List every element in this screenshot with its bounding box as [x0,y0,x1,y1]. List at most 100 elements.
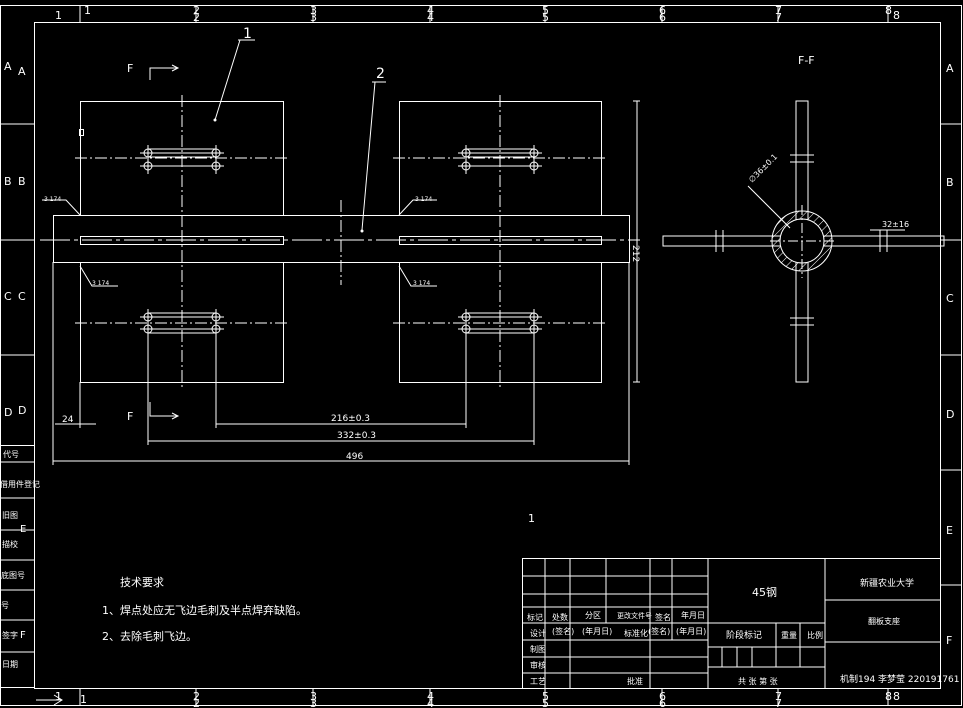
tb-label-sign: 签名 [655,612,671,622]
zone-bottom-8a: 8 [885,690,892,703]
tb-material: 45钢 [752,586,777,599]
zone-top-3a: 3 [310,4,317,17]
zone-top-1b: 1 [84,4,91,17]
zone-bottom-3b: 3 [310,697,317,708]
dim-496: 496 [346,452,363,462]
tb-approve: 批准 [627,676,643,686]
tb-craft: 工艺 [530,677,546,686]
small-square-mark [79,129,84,136]
zone-right-c: C [946,292,954,305]
zone-top-7a: 7 [775,4,782,17]
side-label-e: E [20,524,26,535]
zone-left-d1: D [4,406,12,419]
zone-bottom-2a: 2 [193,690,200,703]
balloon-2-dot [360,229,364,233]
bottom-left-arrow [36,694,63,706]
tb-label-zone: 分区 [585,611,601,620]
zone-left-b2: B [18,175,26,188]
svg-text:3 174: 3 174 [413,280,430,287]
tb-drawing: 制图 [530,644,546,654]
inner-frame [34,22,941,689]
tb-weight: 重量 [781,630,797,640]
outer-frame [0,5,962,706]
tb-label-count: 处数 [552,612,568,622]
zone-top-4b: 4 [427,11,434,24]
dim-24: 24 [62,415,74,425]
center-mark-1: 1 [528,512,535,525]
zone-top-4a: 4 [427,4,434,17]
zone-bottom-7a: 7 [775,690,782,703]
side-label-hao: 号 [1,601,9,610]
bottom-zone-labels: 1 1 2 2 3 3 4 4 5 5 6 6 7 7 8 8 [55,690,900,708]
tb-design: 设计 [530,628,546,638]
side-label-old: 旧图 [2,511,18,520]
zone-bottom-2b: 2 [193,697,200,708]
section-mark-bottom: F [127,410,133,423]
zone-right-d: D [946,408,954,421]
zone-top-2b: 2 [193,11,200,24]
zone-top-8b: 8 [893,9,900,22]
tb-drawing-name: 翻板支座 [868,616,900,626]
right-zone-labels: A B C D E F [946,62,954,647]
balloon-1: 1 [243,26,252,42]
zone-left-a2: A [18,65,26,78]
dim-height: 212 [630,245,640,262]
zone-bottom-1a: 1 [55,690,62,703]
tb-label-mark: 标记 [527,612,543,622]
technical-requirements: 技术要求 1、焊点处应无飞边毛刺及半点焊弃缺陷。 2、去除毛刺飞边。 [102,576,307,643]
balloon-1-dot [213,118,217,122]
section-mark-top: F [127,62,133,75]
title-block: 标记 处数 分区 更改文件号 签名 年月日 设计 (签名) (年月日) 标准化 … [522,558,959,689]
zone-top-8a: 8 [885,4,892,17]
tb-university: 新疆农业大学 [860,577,914,589]
side-label-borrow: 借用件登记 [0,479,40,489]
holes-bottom-left [140,309,224,445]
tb-scale: 比例 [807,630,823,640]
zone-bottom-6a: 6 [659,690,666,703]
zone-top-5b: 5 [542,11,549,24]
zone-left-b1: B [4,175,12,188]
zone-bottom-4a: 4 [427,690,434,703]
left-zone-labels: A A B B C C D D [4,60,26,419]
dim-216: 216±0.3 [331,414,370,424]
dim-section-right: 32±16 [882,220,909,229]
tb-standard: 标准化 [624,628,648,638]
zone-top-6a: 6 [659,4,666,17]
zone-bottom-8b: 8 [893,690,900,703]
tb-stage: 阶段标记 [726,629,762,641]
svg-text:3 174: 3 174 [44,196,61,203]
balloon-2-leader [361,81,386,231]
dim-332: 332±0.3 [337,431,376,441]
zone-left-d2: D [18,404,26,417]
tb-design-sign: (签名) [552,626,574,636]
zone-bottom-3a: 3 [310,690,317,703]
weld-symbol-bl: 3 174 [79,265,118,287]
zone-right-e: E [946,524,953,537]
tb-standard-sign: (签名) [648,626,670,636]
holes-top-left [140,145,224,174]
zone-right-f: F [946,634,952,647]
weld-symbol-br: 3 174 [398,265,437,287]
svg-text:3 174: 3 174 [415,196,432,203]
zone-top-7b: 7 [775,11,782,24]
zone-bottom-5b: 5 [542,697,549,708]
side-label-daihao: 代号 [3,449,19,459]
zone-bottom-7b: 7 [775,697,782,708]
svg-text:3 174: 3 174 [92,280,109,287]
tech-req-item-1: 1、焊点处应无飞边毛刺及半点焊弃缺陷。 [102,603,307,617]
dimension-lines [52,100,640,465]
zone-right-b: B [946,176,954,189]
zone-left-c2: C [18,290,26,303]
zone-bottom-4b: 4 [427,697,434,708]
zone-top-1a: 1 [55,9,62,22]
front-view: F F 1 2 3 174 3 174 3 174 3 174 [40,26,640,465]
section-view: F-F ∅36±0.1 32±16 [662,54,945,383]
balloon-1-leader [214,39,255,121]
holes-bottom-right [458,309,542,445]
tb-label-doc: 更改文件号 [617,611,652,620]
section-arrow-top [149,64,180,80]
zone-top-3b: 3 [310,11,317,24]
weld-symbol-tl: 3 174 [42,196,81,216]
section-title: F-F [798,54,815,67]
